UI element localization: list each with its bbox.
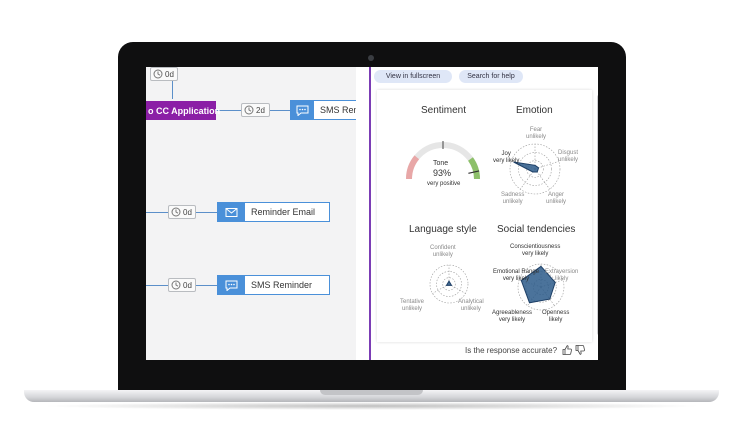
delay-label: 0d xyxy=(183,280,192,290)
sentiment-gauge xyxy=(405,141,480,180)
connector-line xyxy=(172,79,173,99)
radar-grid-ring xyxy=(525,271,557,303)
social-tendencies-title: Social tendencies xyxy=(497,224,576,235)
delay-label: 0d xyxy=(183,207,192,217)
connector-line xyxy=(146,212,168,213)
connector-line xyxy=(270,110,290,111)
sentiment-title: Sentiment xyxy=(421,105,467,116)
sms-reminder-node[interactable]: SMS Reminder xyxy=(217,275,330,295)
gauge-label: Tone xyxy=(433,160,449,167)
node-label: SMS Reminder xyxy=(251,280,313,290)
laptop-notch xyxy=(320,390,423,395)
panel-splitter[interactable] xyxy=(369,67,371,360)
sms-reminder-node[interactable]: SMS Rem xyxy=(290,100,362,120)
reminder-email-node[interactable]: Reminder Email xyxy=(217,202,330,222)
connector-line xyxy=(196,285,217,286)
radar-grid-ring xyxy=(517,263,565,311)
thumbs-up-icon[interactable] xyxy=(562,345,572,355)
chat-bubble-icon xyxy=(291,101,314,119)
button-label: Search for help xyxy=(467,73,515,80)
thumbs-down-icon[interactable] xyxy=(575,345,585,355)
tone-analysis-card xyxy=(377,90,592,342)
delay-chip[interactable]: 2d xyxy=(241,103,270,117)
workflow-canvas[interactable]: 0d o CC Application 2d SMS Rem 0d Remind… xyxy=(146,67,362,360)
connector-line xyxy=(216,110,241,111)
radar-grid-ring xyxy=(429,264,469,304)
cc-application-node[interactable]: o CC Application xyxy=(146,101,220,120)
gauge-positive-band xyxy=(467,157,480,180)
delay-chip[interactable]: 0d xyxy=(168,278,196,292)
clock-icon xyxy=(171,207,181,217)
clock-icon xyxy=(171,280,181,290)
search-help-button[interactable]: Search for help xyxy=(459,70,523,83)
view-fullscreen-button[interactable]: View in fullscreen xyxy=(374,70,452,83)
social-radar-shape xyxy=(520,265,556,304)
language-style-radar-shape xyxy=(445,280,453,286)
laptop-shadow xyxy=(40,402,703,410)
cc-application-label: o CC Application xyxy=(148,105,221,116)
delay-label: 0d xyxy=(165,69,174,79)
emotion-radar-shape xyxy=(513,161,540,173)
emotion-title: Emotion xyxy=(516,105,553,116)
scrollbar[interactable] xyxy=(597,95,598,335)
button-label: View in fullscreen xyxy=(385,73,441,80)
chat-bubble-icon xyxy=(218,276,245,294)
language-style-title: Language style xyxy=(409,224,477,235)
gauge-needle xyxy=(468,170,480,174)
connector-line xyxy=(146,285,168,286)
gauge-negative-band xyxy=(405,155,420,180)
radar-grid-ring xyxy=(526,160,544,178)
radar-grid-ring xyxy=(442,277,456,291)
accuracy-question: Is the response accurate? xyxy=(465,346,558,355)
laptop-base xyxy=(24,390,719,402)
clock-icon xyxy=(244,105,254,115)
node-label: Reminder Email xyxy=(251,207,316,217)
envelope-icon xyxy=(218,203,245,221)
clock-icon xyxy=(153,69,163,79)
connector-line xyxy=(196,212,217,213)
radar-grid-ring xyxy=(518,152,552,186)
emotion-radar xyxy=(509,143,561,195)
delay-chip[interactable]: 0d xyxy=(168,205,196,219)
delay-chip[interactable]: 0d xyxy=(150,67,178,81)
social-tendencies-radar xyxy=(517,263,565,311)
sentiment-descriptor: very positive xyxy=(427,181,461,187)
laptop-screen: 0d o CC Application 2d SMS Rem 0d Remind… xyxy=(146,67,598,360)
delay-label: 2d xyxy=(256,105,265,115)
radar-grid-ring xyxy=(436,271,462,297)
sentiment-value: 93% xyxy=(433,168,452,178)
webcam xyxy=(368,55,374,61)
node-label: SMS Rem xyxy=(319,105,361,115)
language-style-radar xyxy=(429,264,469,304)
